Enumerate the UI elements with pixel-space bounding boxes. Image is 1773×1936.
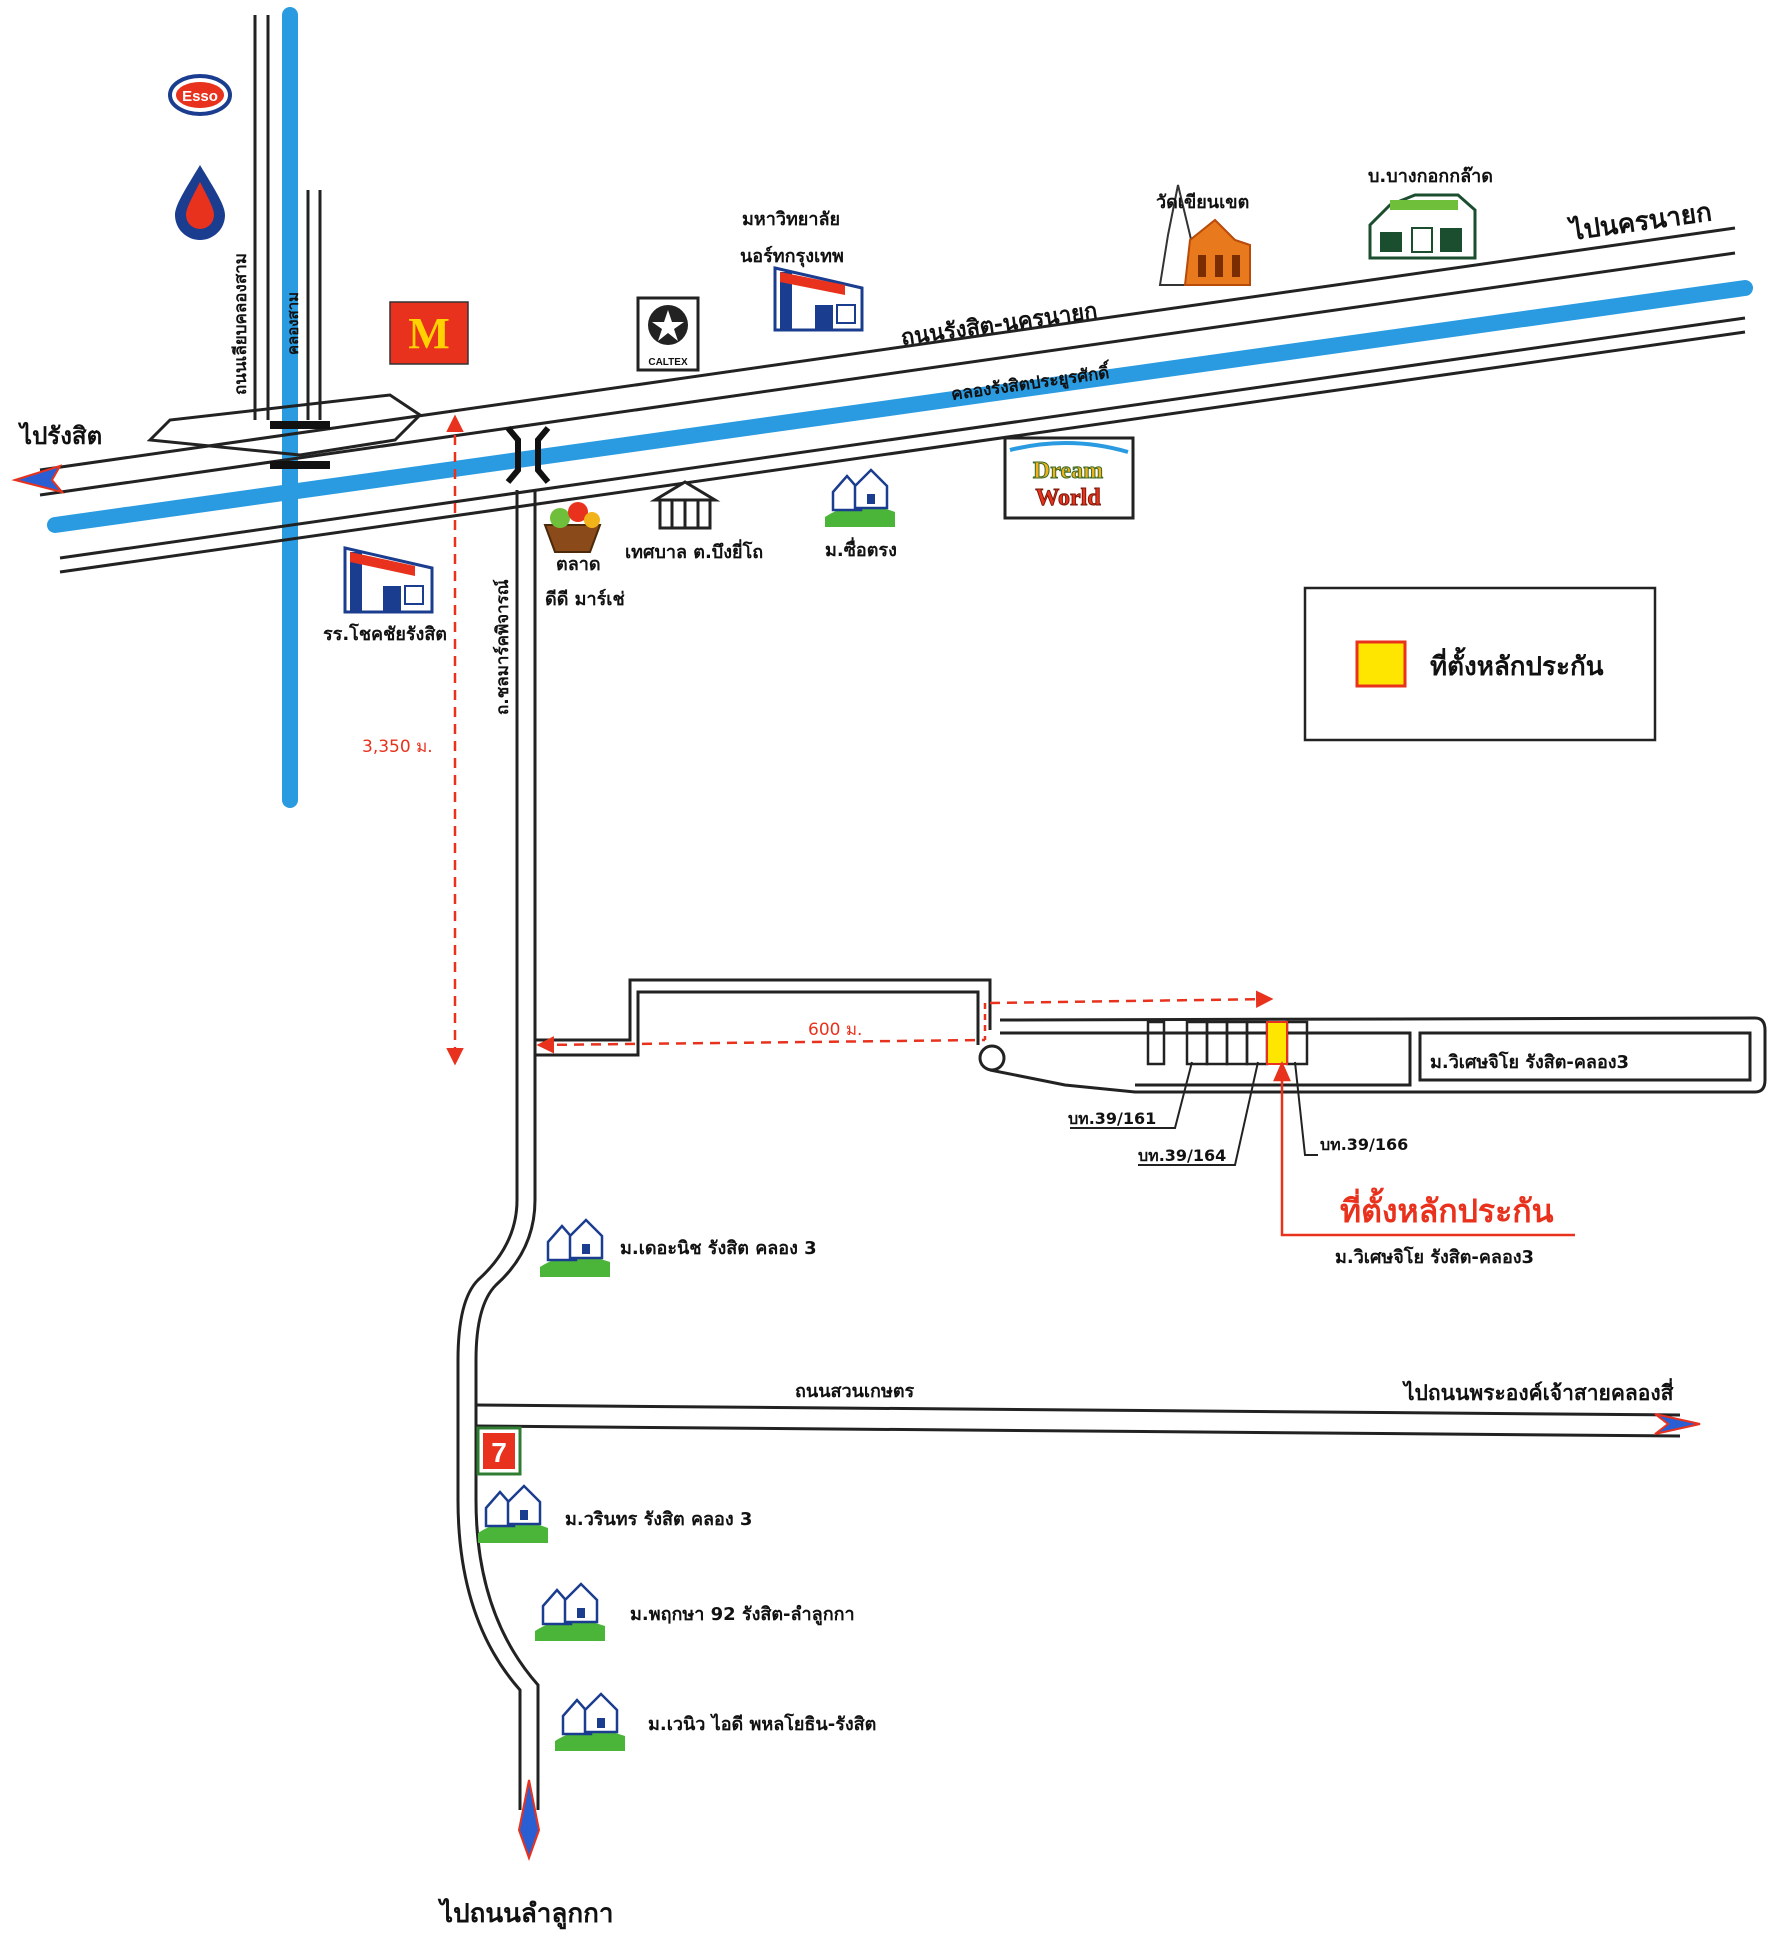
dream-world-line1: Dream xyxy=(1033,458,1103,484)
university-building-icon xyxy=(773,266,864,332)
village-varintorn-icon xyxy=(478,1484,548,1543)
village-pruksa-icon xyxy=(535,1582,605,1641)
label-municipality: เทศบาล ต.บึงยี่โถ xyxy=(625,539,763,563)
village-the-nice-icon xyxy=(540,1218,610,1277)
collateral-pointer xyxy=(1273,1060,1575,1237)
esso-label: Esso xyxy=(182,88,218,105)
road-soi-project xyxy=(535,978,1767,1094)
esso-icon: Esso xyxy=(168,74,232,116)
bridge-chonlamark xyxy=(505,426,551,484)
legend-swatch xyxy=(1355,640,1407,688)
road-khlong-sam xyxy=(253,15,322,420)
municipality-icon xyxy=(649,480,721,530)
label-collateral-subtitle: ม.วิเศษจิโย รังสิต-คลอง3 xyxy=(1335,1246,1534,1268)
label-the-nice: ม.เดอะนิช รังสิต คลอง 3 xyxy=(620,1238,817,1259)
label-dim-horizontal: 600 ม. xyxy=(808,1020,862,1040)
label-university-2: นอร์ทกรุงเทพ xyxy=(740,245,844,268)
label-canal-rangsit: คลองรังสิตประยูรศักดิ์ xyxy=(949,359,1112,406)
canal-rangsit xyxy=(47,280,1753,533)
seven-eleven-icon: 7 xyxy=(476,1426,522,1476)
arrow-lam-luk-ka xyxy=(517,1779,541,1861)
road-chonlamarkphichan xyxy=(456,490,540,1810)
label-pruksa: ม.พฤกษา 92 รังสิต-ลำลูกกา xyxy=(630,1604,855,1626)
label-wisetchai: ม.วิเศษจิโย รังสิต-คลอง3 xyxy=(1430,1051,1629,1073)
label-venue: ม.เวนิว ไอดี พหลโยธิน-รังสิต xyxy=(648,1713,876,1735)
label-market-1: ตลาด xyxy=(556,554,601,575)
dream-world-icon: Dream World xyxy=(1003,436,1135,520)
road-suan-kaset xyxy=(475,1403,1681,1438)
label-road-rangsit-nakhon-nayok: ถนนรังสิต-นครนายก xyxy=(899,299,1099,351)
house-bangkok-kradat-icon xyxy=(1368,193,1477,260)
label-to-nakhon-nayok: ไปนครนายก xyxy=(1566,195,1714,247)
label-market-2: ดีดี มาร์เช่ xyxy=(545,588,625,610)
school-building-icon xyxy=(343,546,434,614)
label-wat: วัดเขียนเขต xyxy=(1156,192,1249,213)
label-collateral-title: ที่ตั้งหลักประกัน xyxy=(1340,1187,1554,1230)
village-sue-trong-icon xyxy=(825,468,895,527)
mcdonalds-label: M xyxy=(408,309,450,358)
label-road-khlong-sam: ถนนเลียบคลองสาม xyxy=(230,253,251,395)
dim-horizontal xyxy=(536,990,1274,1054)
mcdonalds-icon: M xyxy=(389,301,469,365)
label-university-1: มหาวิทยาลัย xyxy=(742,209,840,230)
unit-leaders xyxy=(1070,1061,1318,1166)
label-road-suan-kaset: ถนนสวนเกษตร xyxy=(795,1381,915,1402)
market-basket-icon xyxy=(543,502,602,553)
label-sue-trong: ม.ซื่อตรง xyxy=(825,537,897,561)
village-venue-icon xyxy=(555,1692,625,1751)
road-rangsit-nakhon-nayok xyxy=(39,226,1746,574)
label-bangkok-kradat: บ.บางกอกกล๊าด xyxy=(1368,166,1493,187)
arrow-to-rangsit xyxy=(11,464,65,494)
label-to-rangsit: ไปรังสิต xyxy=(17,421,102,450)
ptt-icon xyxy=(175,165,225,240)
label-to-phra-ong-chao: ไปถนนพระองค์เจ้าสายคลองสี่ xyxy=(1402,1377,1674,1405)
legend: ที่ตั้งหลักประกัน xyxy=(1303,586,1657,742)
label-unit-161: บท.39/161 xyxy=(1068,1109,1156,1128)
dream-world-line2: World xyxy=(1035,485,1101,511)
label-to-lam-luk-ka: ไปถนนลำลูกกา xyxy=(437,1897,613,1930)
label-dim-vertical: 3,350 ม. xyxy=(362,737,433,757)
temple-icon xyxy=(1158,184,1251,286)
label-unit-166: บท.39/166 xyxy=(1320,1135,1408,1154)
collateral-unit xyxy=(1266,1021,1288,1065)
bridge-khlong-sam xyxy=(270,421,330,469)
caltex-label: CALTEX xyxy=(648,357,688,368)
label-khlong-sam: คลองสาม xyxy=(284,292,302,355)
caltex-icon: CALTEX xyxy=(636,296,700,372)
legend-label: ที่ตั้งหลักประกัน xyxy=(1430,646,1604,682)
label-unit-164: บท.39/164 xyxy=(1138,1146,1226,1165)
label-varintorn: ม.วรินทร รังสิต คลอง 3 xyxy=(565,1509,752,1530)
label-school: รร.โชคชัยรังสิต xyxy=(323,623,447,645)
arrow-phra-ong-chao xyxy=(1654,1413,1701,1435)
seven-eleven-label: 7 xyxy=(491,1437,507,1468)
label-road-chonlamark: ถ.ชลมาร์คพิจารณ์ xyxy=(492,579,513,715)
